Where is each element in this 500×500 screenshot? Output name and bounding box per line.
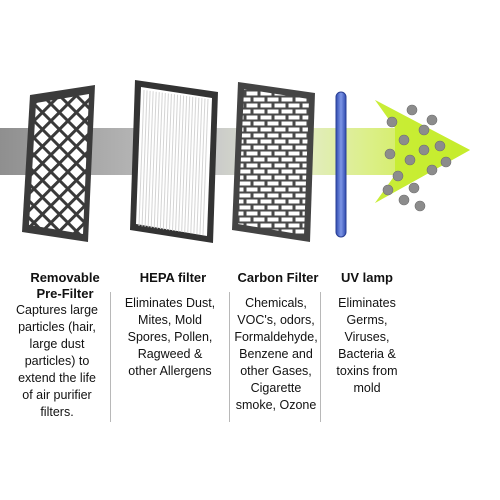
mesh-filter-icon — [22, 85, 95, 242]
particle-dot — [382, 184, 394, 196]
particle-dot — [440, 156, 452, 168]
uv-lamp-description: Eliminates Germs, Viruses, Bacteria & to… — [336, 296, 398, 395]
particle-dot — [404, 154, 416, 166]
particle-dot — [384, 148, 396, 160]
particle-dot — [434, 140, 446, 152]
particle-dot — [406, 104, 418, 116]
filter-stages-illustration — [0, 80, 470, 243]
hepa-filter-title: HEPA filter — [139, 270, 207, 285]
airflow-arrow — [0, 100, 470, 203]
particle-dot — [408, 182, 420, 194]
uv-lamp-icon — [335, 91, 347, 238]
particle-dot — [418, 144, 430, 156]
particle-dot — [414, 200, 426, 212]
particle-dot — [426, 164, 438, 176]
pre-filter-description: Captures large particles (hair, large du… — [16, 303, 98, 419]
honeycomb-filter-icon — [232, 82, 315, 242]
particle-dot — [398, 134, 410, 146]
particle-dot — [392, 170, 404, 182]
carbon-filter-description: Chemicals, VOC's, odors, Formaldehyde, B… — [234, 296, 318, 412]
particle-dot — [426, 114, 438, 126]
particle-dot — [418, 124, 430, 136]
pleated-filter-icon — [130, 80, 218, 243]
column-divider — [320, 292, 321, 422]
particle-dots — [382, 104, 452, 212]
column-divider — [110, 292, 111, 422]
pre-filter-title: Removable Pre-Filter — [30, 270, 100, 301]
particle-dot — [386, 116, 398, 128]
uv-lamp-title: UV lamp — [340, 270, 393, 285]
particle-dot — [398, 194, 410, 206]
column-divider — [229, 292, 230, 422]
hepa-filter-description: Eliminates Dust, Mites, Mold Spores, Pol… — [124, 296, 216, 378]
carbon-filter-title: Carbon Filter — [237, 270, 319, 285]
